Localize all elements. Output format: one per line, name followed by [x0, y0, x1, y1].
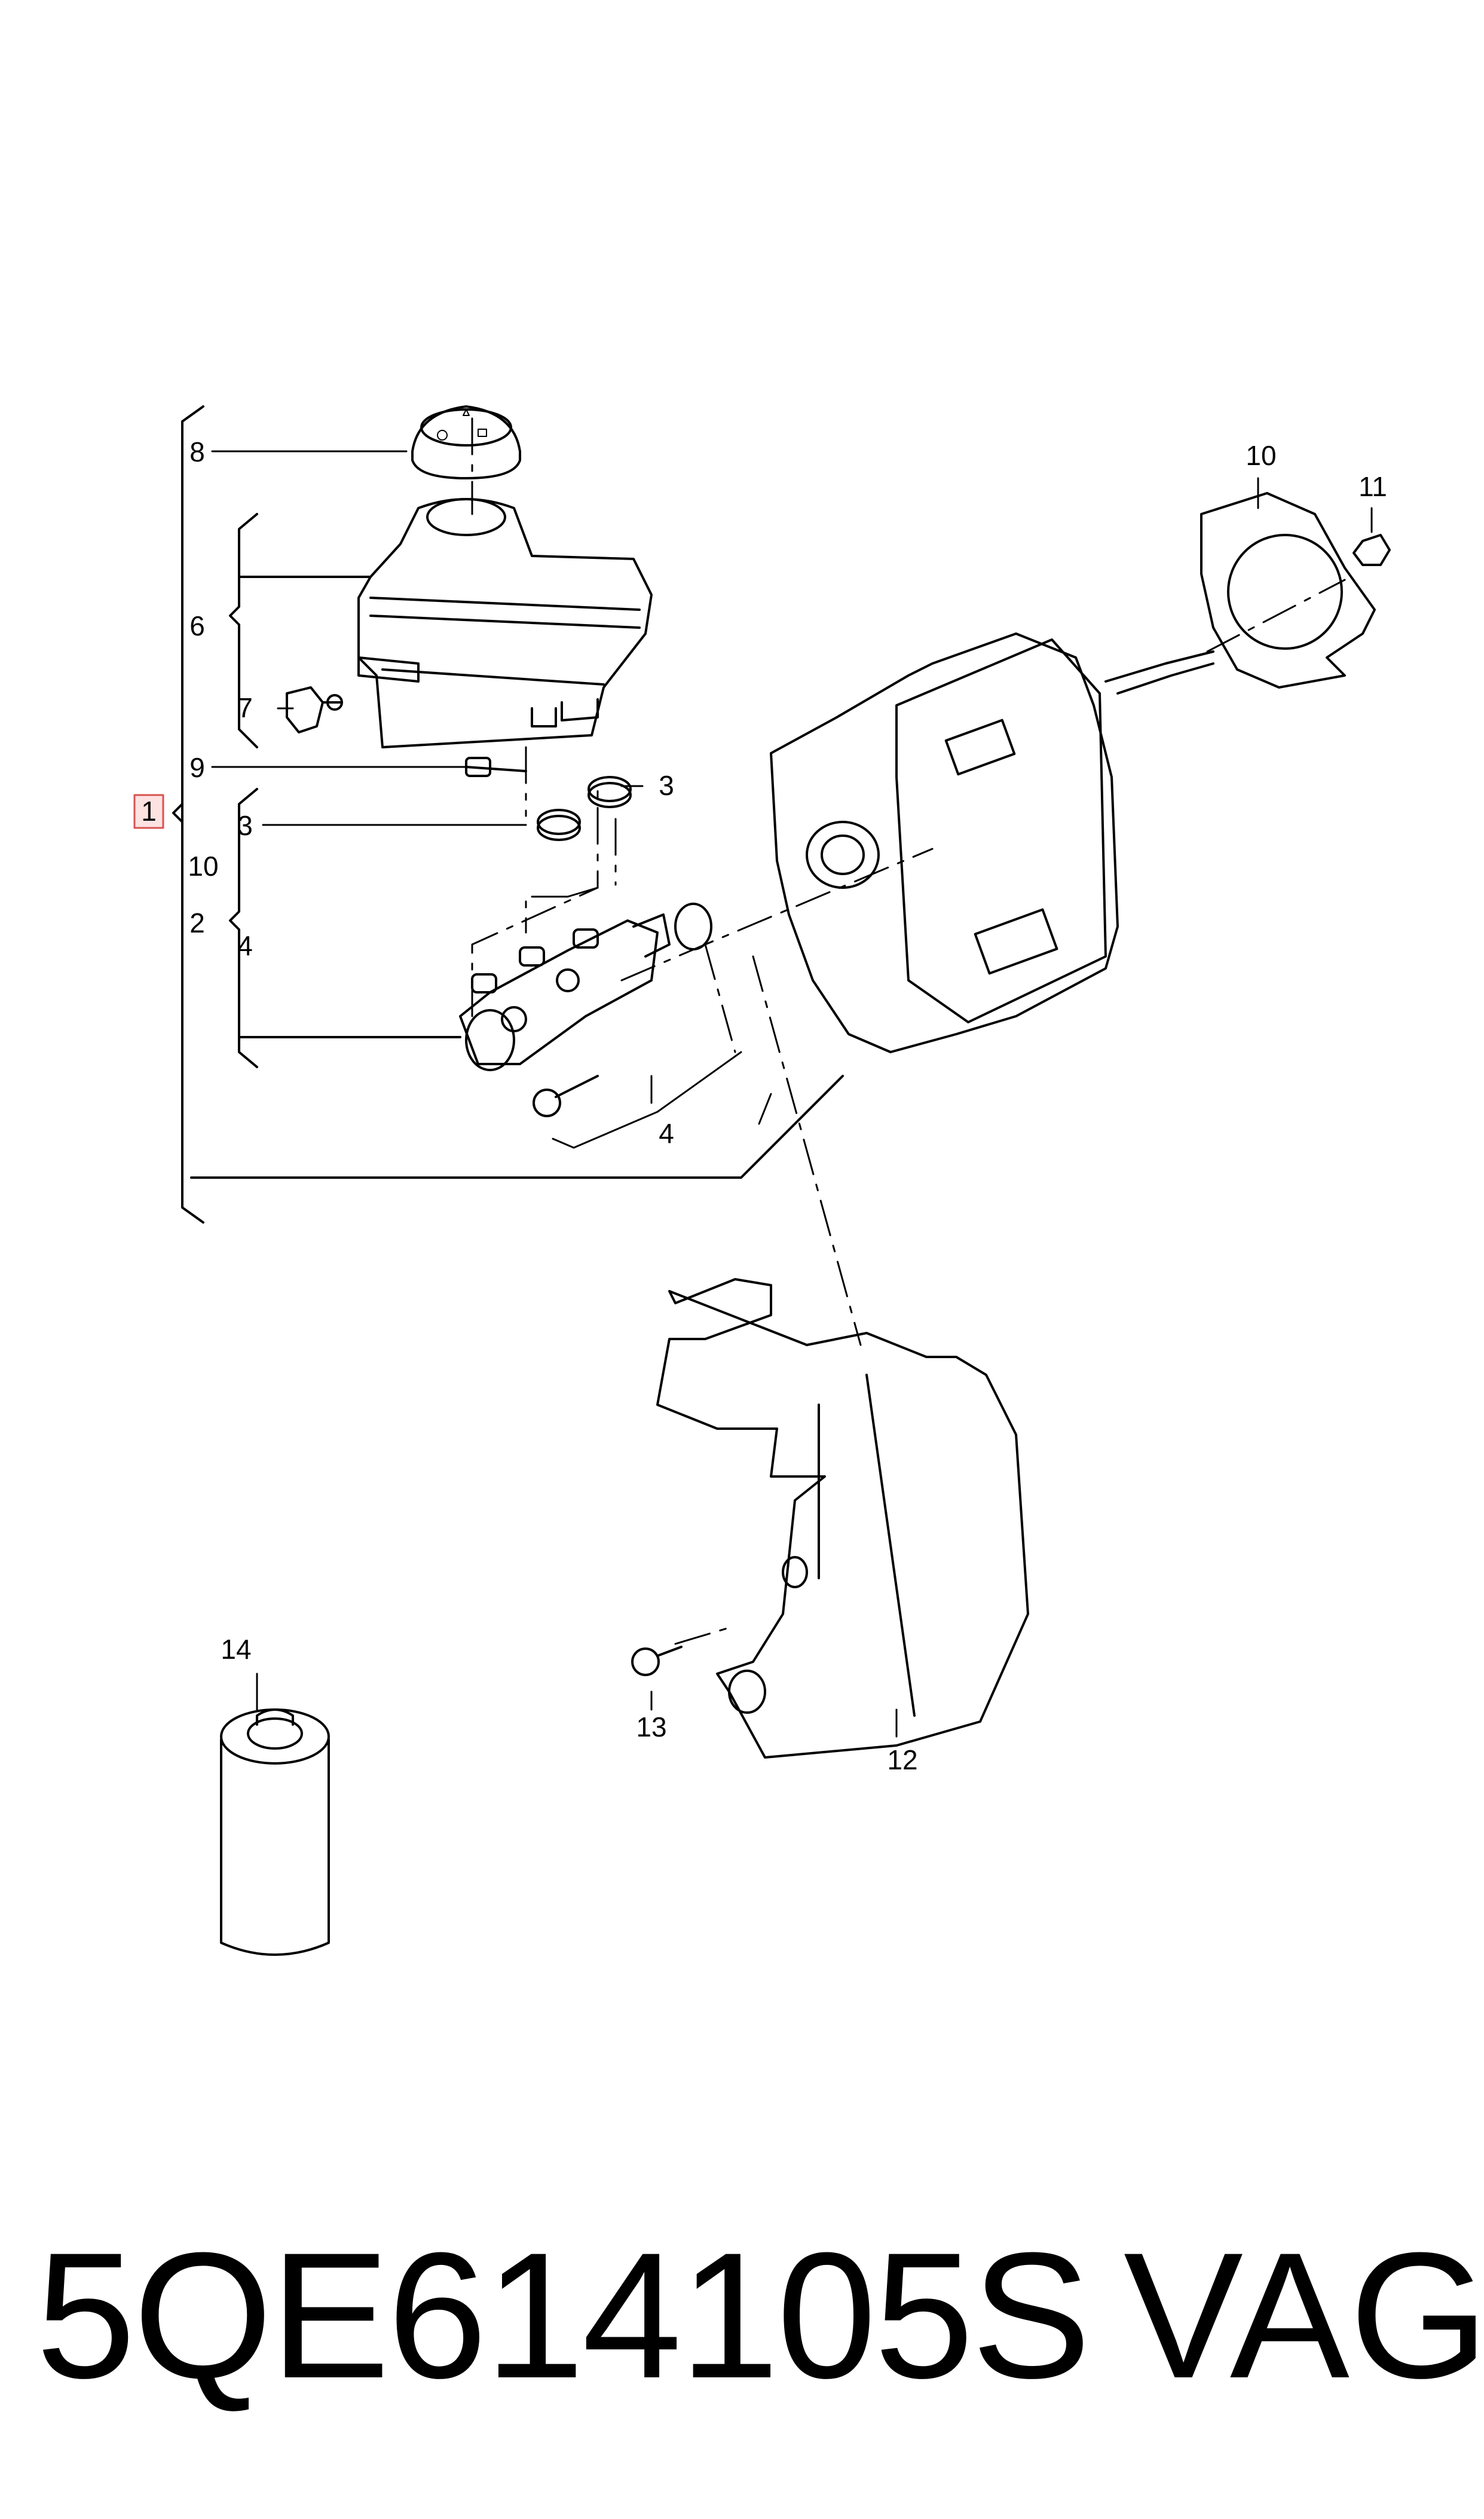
o-ring: [674, 903, 712, 950]
bolt-13: [631, 1646, 683, 1676]
mounting-bracket: [656, 1278, 1029, 1759]
screw-4: [533, 1075, 599, 1117]
label-14: 14: [221, 1634, 251, 1665]
label-9: 9: [189, 752, 205, 783]
group-1-bracket: [172, 405, 844, 1224]
label-4-bottom: 4: [659, 1118, 674, 1149]
brand-name: VAG: [1124, 2215, 1484, 2416]
label-1: 1: [141, 796, 157, 827]
level-sensor: [286, 686, 343, 733]
brake-fluid-reservoir: [357, 498, 653, 748]
label-3-left: 3: [237, 810, 253, 841]
label-10-left: 10: [188, 851, 218, 882]
label-11: 11: [1358, 471, 1387, 502]
brake-fluid-bottle: [220, 1708, 330, 1956]
label-7: 7: [237, 692, 253, 723]
label-2: 2: [189, 907, 205, 938]
reservoir-cap: [411, 405, 521, 479]
label-4-left: 4: [237, 930, 253, 961]
label-3-right: 3: [659, 770, 674, 801]
group-2-bracket: [229, 788, 461, 1068]
group-6-bracket: [229, 513, 372, 748]
label-1-highlight: [133, 794, 164, 829]
label-10-top: 10: [1246, 440, 1276, 471]
master-cylinder: [459, 913, 671, 1071]
nut-11: [1353, 534, 1391, 566]
gasket: [1200, 492, 1376, 689]
seal-3-lower: [537, 809, 581, 841]
seal-3-upper: [588, 776, 632, 808]
part-number: 5QE614105S: [36, 2215, 1091, 2416]
assembly-dashed-lines: [471, 417, 1346, 1645]
label-12: 12: [887, 1744, 917, 1775]
brake-booster-unit: [770, 632, 1214, 1053]
leader-lines: [211, 450, 1373, 1738]
label-13: 13: [636, 1711, 666, 1742]
label-6: 6: [189, 610, 205, 641]
screw-9: [465, 757, 527, 777]
label-8: 8: [189, 436, 205, 467]
